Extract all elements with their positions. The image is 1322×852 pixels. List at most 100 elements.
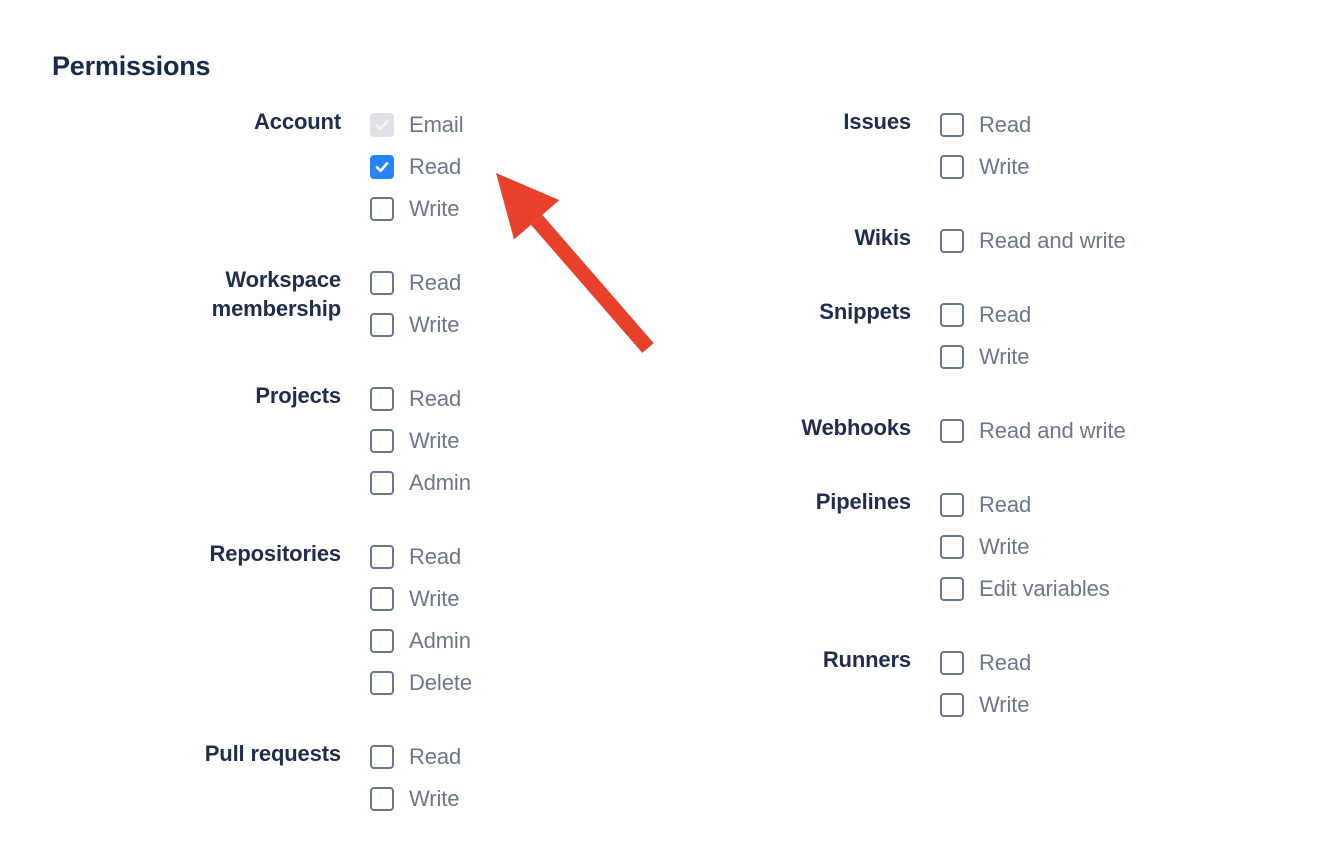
permission-option-row[interactable]: Write <box>370 420 471 462</box>
checkbox-label[interactable]: Write <box>409 428 460 453</box>
checkbox-snippets-read[interactable] <box>940 303 964 327</box>
checkbox-pipelines-edit-variables[interactable] <box>940 577 964 601</box>
permission-option-row[interactable]: Write <box>370 578 472 620</box>
permission-group-label: Account <box>254 109 341 134</box>
checkbox-projects-admin[interactable] <box>370 471 394 495</box>
permission-option-row[interactable]: Read <box>370 736 461 778</box>
checkbox-label[interactable]: Write <box>409 586 460 611</box>
checkbox-repositories-delete[interactable] <box>370 671 394 695</box>
permission-options: Read and write <box>911 220 1126 262</box>
permission-group-label: Pull requests <box>204 741 341 766</box>
checkbox-issues-write[interactable] <box>940 155 964 179</box>
checkbox-label[interactable]: Edit variables <box>979 576 1110 601</box>
permission-option-row[interactable]: Read <box>370 146 464 188</box>
permission-option-row[interactable]: Read <box>370 536 472 578</box>
permission-option-row[interactable]: Read <box>940 104 1031 146</box>
checkbox-label[interactable]: Write <box>979 534 1030 559</box>
permission-option-row[interactable]: Email <box>370 104 464 146</box>
permission-group-label: Pipelines <box>815 489 911 514</box>
permission-option-row[interactable]: Write <box>940 526 1110 568</box>
permission-option-row[interactable]: Write <box>940 336 1031 378</box>
checkbox-projects-read[interactable] <box>370 387 394 411</box>
checkbox-label[interactable]: Read <box>979 112 1032 137</box>
checkbox-label[interactable]: Read <box>409 270 462 295</box>
checkbox-label[interactable]: Write <box>409 196 460 221</box>
checkbox-webhooks-read-and-write[interactable] <box>940 419 964 443</box>
checkbox-wikis-read-and-write[interactable] <box>940 229 964 253</box>
permission-option-row[interactable]: Read <box>940 294 1031 336</box>
checkbox-label[interactable]: Read <box>409 386 462 411</box>
checkbox-snippets-write[interactable] <box>940 345 964 369</box>
checkbox-label[interactable]: Delete <box>409 670 472 695</box>
permission-option-row[interactable]: Edit variables <box>940 568 1110 610</box>
checkbox-pull-requests-write[interactable] <box>370 787 394 811</box>
checkbox-repositories-read[interactable] <box>370 545 394 569</box>
checkbox-pull-requests-read[interactable] <box>370 745 394 769</box>
permission-option-row[interactable]: Read <box>940 484 1110 526</box>
permission-option-row[interactable]: Write <box>940 146 1031 188</box>
checkbox-account-write[interactable] <box>370 197 394 221</box>
permission-option-row[interactable]: Admin <box>370 620 472 662</box>
permission-option-row[interactable]: Admin <box>370 462 471 504</box>
checkbox-label[interactable]: Write <box>979 344 1030 369</box>
checkbox-label[interactable]: Read and write <box>979 418 1126 443</box>
checkbox-runners-read[interactable] <box>940 651 964 675</box>
permission-option-row[interactable]: Read <box>940 642 1031 684</box>
checkbox-label[interactable]: Read and write <box>979 228 1126 253</box>
checkbox-label[interactable]: Write <box>409 786 460 811</box>
checkbox-issues-read[interactable] <box>940 113 964 137</box>
permission-group-label: Workspace membership <box>211 267 341 321</box>
permission-option-row[interactable]: Write <box>370 304 461 346</box>
checkbox-pipelines-write[interactable] <box>940 535 964 559</box>
checkbox-label[interactable]: Admin <box>409 628 471 653</box>
checkbox-label[interactable]: Read <box>409 544 462 569</box>
permission-option-row[interactable]: Delete <box>370 662 472 704</box>
permission-group-label: Snippets <box>819 299 911 324</box>
checkbox-runners-write[interactable] <box>940 693 964 717</box>
permission-option-row[interactable]: Read <box>370 262 461 304</box>
checkbox-projects-write[interactable] <box>370 429 394 453</box>
permission-option-row[interactable]: Write <box>370 778 461 820</box>
checkbox-label[interactable]: Email <box>409 112 464 137</box>
checkbox-workspace-membership-read[interactable] <box>370 271 394 295</box>
page-title: Permissions <box>52 51 211 81</box>
checkbox-label[interactable]: Read <box>979 650 1032 675</box>
permission-option-row[interactable]: Read <box>370 378 471 420</box>
checkbox-label[interactable]: Write <box>979 692 1030 717</box>
checkbox-label[interactable]: Read <box>979 492 1032 517</box>
checkbox-label[interactable]: Read <box>409 744 462 769</box>
checkbox-pipelines-read[interactable] <box>940 493 964 517</box>
checkbox-label[interactable]: Read <box>979 302 1032 327</box>
permission-group-label: Wikis <box>854 225 911 250</box>
permission-option-row[interactable]: Read and write <box>940 220 1126 262</box>
permission-option-row[interactable]: Write <box>940 684 1031 726</box>
checkbox-label[interactable]: Write <box>409 312 460 337</box>
permission-group-label: Issues <box>843 109 911 134</box>
checkbox-label[interactable]: Write <box>979 154 1030 179</box>
checkbox-repositories-write[interactable] <box>370 587 394 611</box>
permission-options: Read and write <box>911 410 1126 452</box>
checkbox-workspace-membership-write[interactable] <box>370 313 394 337</box>
permission-group-label: Projects <box>255 383 341 408</box>
permission-group-label: Runners <box>822 647 911 672</box>
checkbox-label[interactable]: Admin <box>409 470 471 495</box>
checkbox-account-read[interactable] <box>370 155 394 179</box>
permission-option-row[interactable]: Write <box>370 188 464 230</box>
checkbox-repositories-admin[interactable] <box>370 629 394 653</box>
checkbox-label[interactable]: Read <box>409 154 462 179</box>
permission-option-row[interactable]: Read and write <box>940 410 1126 452</box>
